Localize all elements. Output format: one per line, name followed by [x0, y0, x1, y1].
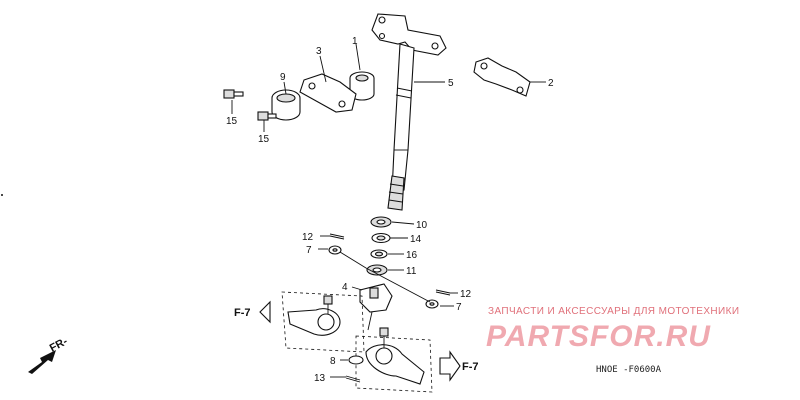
callout-3: 3 [316, 46, 322, 57]
callout-8: 8 [330, 356, 336, 367]
diagram-code: HNOE -F0600A [596, 365, 662, 375]
callout-2: 2 [548, 78, 554, 89]
cotter-pin-13 [345, 375, 361, 383]
watermark-tagline: ЗАПЧАСТИ И АКСЕССУАРЫ ДЛЯ МОТОТЕХНИКИ [488, 306, 739, 317]
front-label: FR- [48, 335, 70, 354]
callout-14: 14 [410, 234, 422, 245]
washer-8 [348, 355, 364, 365]
edge-mark [1, 194, 3, 196]
watermark-site: PARTSFOR.RU [486, 320, 711, 353]
callout-15-lower: 15 [258, 134, 270, 145]
cotter-pin-left [329, 233, 345, 240]
frame-ref-left-arrow-icon [259, 300, 271, 324]
tie-rod-end-right [355, 327, 433, 393]
callout-13: 13 [314, 373, 326, 384]
callout-10: 10 [416, 220, 428, 231]
callout-7-right: 7 [456, 302, 462, 313]
plate-part [473, 57, 531, 97]
holder-part [299, 73, 357, 113]
callout-12-left: 12 [302, 232, 314, 243]
steering-shaft [371, 13, 447, 211]
frame-ref-right: F-7 [462, 361, 479, 373]
callout-4: 4 [342, 282, 348, 293]
tie-rod-end-left [281, 291, 365, 353]
bolt-15-lower [257, 111, 277, 121]
nut-right [425, 299, 439, 309]
callout-7-left: 7 [306, 245, 312, 256]
frame-ref-left: F-7 [234, 307, 251, 319]
leader-lines [231, 43, 546, 378]
callout-12-right: 12 [460, 289, 472, 300]
callout-15-upper: 15 [226, 116, 238, 127]
bearing-stack [366, 216, 392, 276]
cotter-pin-right [435, 289, 451, 296]
front-arrow-icon [28, 350, 56, 374]
callout-5: 5 [448, 78, 454, 89]
nut-left [328, 245, 342, 255]
callout-11: 11 [406, 266, 417, 277]
callout-labels: 1 2 3 5 9 15 15 10 14 16 11 12 7 4 12 7 … [226, 36, 554, 384]
bolt-15-upper [223, 89, 244, 99]
callout-1: 1 [352, 36, 358, 47]
callout-16: 16 [406, 250, 418, 261]
steering-arm [359, 283, 393, 331]
callout-9: 9 [280, 72, 286, 83]
frame-ref-right-arrow-icon [439, 350, 461, 382]
